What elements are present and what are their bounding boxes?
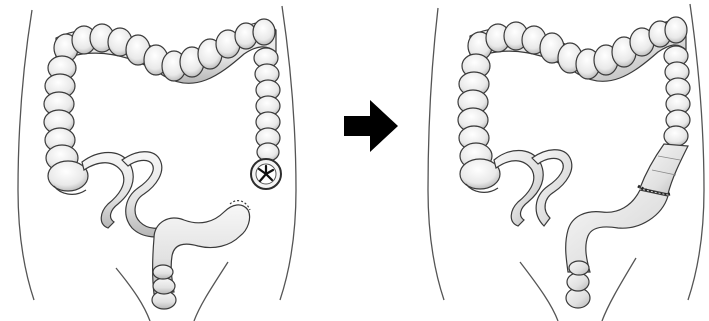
colon-after-illustration — [418, 0, 709, 321]
descending-colon — [640, 46, 690, 194]
ascending-colon — [458, 54, 500, 192]
ascending-colon — [44, 56, 88, 194]
panel-after-reversal — [418, 0, 709, 321]
rectal-stump — [152, 201, 250, 309]
right-arrow-icon — [338, 96, 402, 156]
transverse-colon — [468, 17, 687, 81]
transverse-colon — [54, 19, 276, 83]
descending-colon — [254, 48, 280, 161]
stoma — [251, 159, 281, 189]
cecum-and-ileum — [494, 150, 572, 226]
panel-before-colostomy — [4, 0, 304, 321]
colon-before-illustration — [4, 0, 304, 321]
